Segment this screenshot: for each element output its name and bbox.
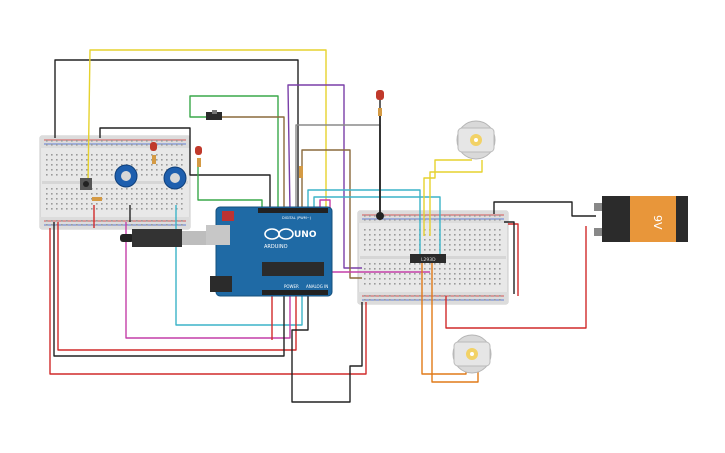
wire-black-top	[54, 59, 299, 212]
slide-switch[interactable]	[206, 110, 222, 120]
potentiometer-1[interactable]	[114, 164, 138, 188]
wire-magenta-2	[319, 199, 430, 273]
arduino-uno[interactable]: UNO ARDUINO DIGITAL (PWM~) POWER ANALOG …	[206, 206, 333, 297]
dc-motor-top[interactable]	[456, 120, 496, 160]
wire-red-right	[508, 223, 519, 296]
wire-black-bottom	[53, 222, 285, 357]
arduino-logo	[264, 228, 294, 240]
battery-label: 9V	[651, 215, 664, 230]
battery-9v: 9V	[594, 196, 688, 242]
driver-label: L293D	[421, 257, 436, 263]
wire-orange-2	[431, 262, 479, 383]
resistor-arduino	[299, 166, 303, 178]
power-header	[262, 290, 328, 295]
arduino-model: UNO	[294, 230, 317, 240]
potentiometer-2[interactable]	[163, 166, 187, 190]
wire-green	[197, 165, 263, 212]
power-header-label: POWER	[284, 284, 299, 289]
wire-cyan-2	[313, 196, 441, 262]
led-left-2	[195, 146, 202, 167]
reset-button	[222, 211, 234, 221]
power-jack	[210, 276, 232, 292]
push-button[interactable]	[80, 178, 92, 190]
wire-cyan-1	[307, 189, 421, 262]
resistor-left	[92, 197, 102, 201]
usb-port	[206, 225, 230, 245]
led-left-1	[150, 142, 157, 164]
wire-cyan-bottom	[175, 205, 303, 326]
wire-red-1	[57, 222, 297, 351]
wire-battery-black	[493, 201, 596, 217]
wire-brown-switch	[222, 116, 285, 212]
arduino-brand: ARDUINO	[264, 244, 288, 250]
usb-cable	[120, 229, 212, 247]
wire-yellow-motor-2	[429, 160, 483, 236]
wire-green-switch	[189, 95, 279, 212]
wire-yellow-motor	[423, 159, 472, 236]
analog-header-label: ANALOG IN	[306, 284, 328, 289]
wire-red-2	[49, 228, 367, 375]
digital-header-label: DIGITAL (PWM~)	[282, 216, 312, 220]
wire-yellow-top	[87, 49, 327, 212]
motor-driver-ic: L293D	[410, 254, 446, 263]
microcontroller-chip	[262, 262, 324, 276]
wire-black-mid	[99, 127, 271, 212]
digital-header	[258, 208, 328, 213]
wire-black-right	[504, 221, 515, 294]
led-top-right	[376, 90, 384, 220]
wire-battery-red	[445, 226, 587, 329]
wire-magenta-1	[125, 222, 291, 339]
right-breadboard[interactable]	[357, 210, 509, 305]
dc-motor-bottom[interactable]	[452, 334, 492, 374]
wire-black-loop	[291, 292, 363, 403]
